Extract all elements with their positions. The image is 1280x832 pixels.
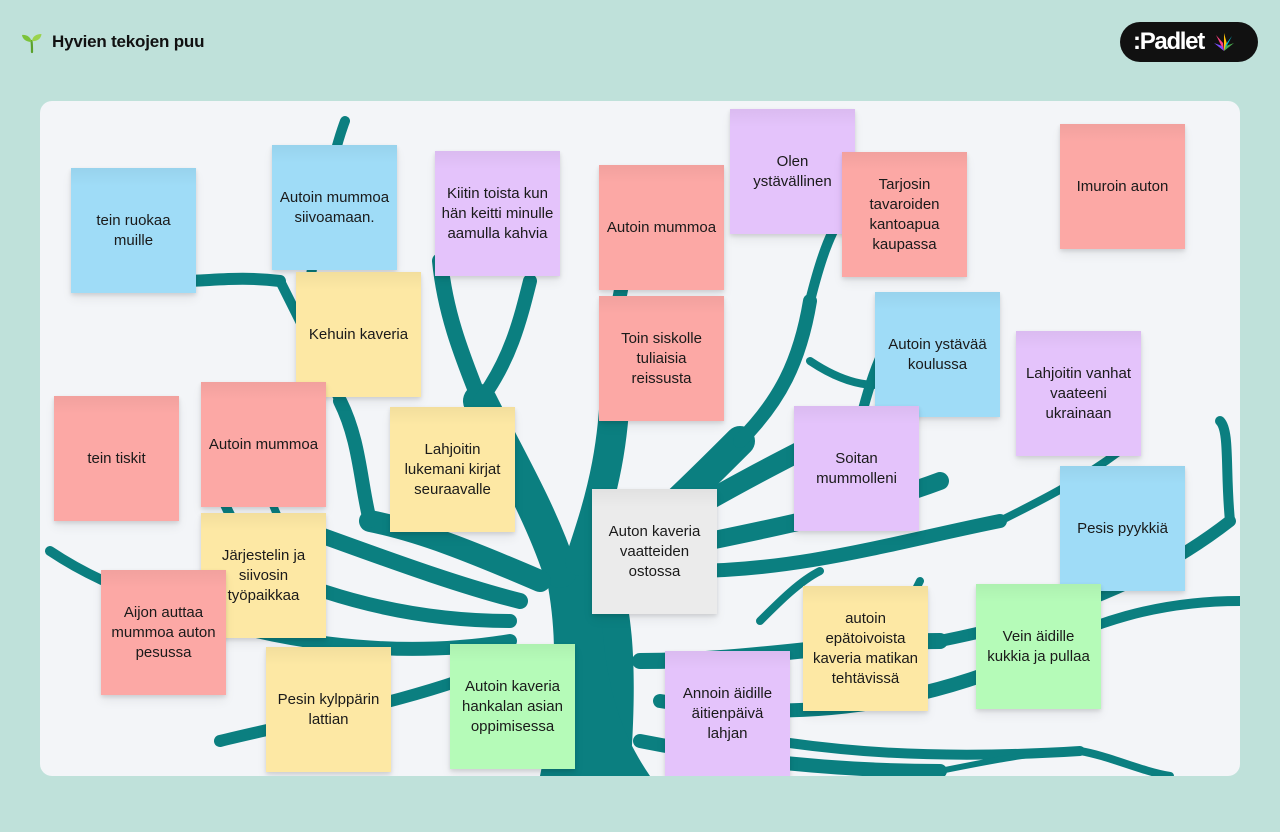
note-card[interactable]: Annoin äidille äitienpäivä lahjan [665, 651, 790, 776]
padlet-bird-icon [1213, 33, 1234, 51]
note-card[interactable]: Kiitin toista kun hän keitti minulle aam… [435, 151, 560, 276]
note-text: Olen ystävällinen [753, 152, 832, 190]
note-text: Auton kaveria vaatteiden ostossa [608, 522, 701, 580]
note-card[interactable]: Toin siskolle tuliaisia reissusta [599, 296, 724, 421]
note-card[interactable]: Olen ystävällinen [730, 109, 855, 234]
note-card[interactable]: Pesis pyykkiä [1060, 466, 1185, 591]
note-text: Autoin mummoa siivoamaan. [279, 188, 390, 226]
note-text: Soitan mummolleni [816, 449, 897, 487]
note-card[interactable]: Autoin mummoa [599, 165, 724, 290]
note-card[interactable]: Autoin mummoa [201, 382, 326, 507]
note-text: Aijon auttaa mummoa auton pesussa [111, 603, 216, 661]
note-text: Pesis pyykkiä [1077, 519, 1168, 537]
board-canvas[interactable]: tein ruokaa muille Autoin mummoa siivoam… [40, 101, 1240, 776]
note-card[interactable]: Pesin kylppärin lattian [266, 647, 391, 772]
note-text: Autoin mummoa [606, 218, 717, 236]
note-text: tein tiskit [87, 449, 146, 467]
note-text: tein ruokaa muille [96, 211, 171, 249]
note-card[interactable]: Auton kaveria vaatteiden ostossa [592, 489, 717, 614]
note-card[interactable]: tein tiskit [54, 396, 179, 521]
note-text: autoin epätoivoista kaveria matikan teht… [812, 609, 919, 687]
note-card[interactable]: Vein äidille kukkia ja pullaa [976, 584, 1101, 709]
note-text: Vein äidille kukkia ja pullaa [987, 627, 1090, 665]
note-text: Kehuin kaveria [308, 325, 409, 343]
note-card[interactable]: Lahjoitin lukemani kirjat seuraavalle [390, 407, 515, 532]
note-card[interactable]: Kehuin kaveria [296, 272, 421, 397]
padlet-logo-button[interactable]: :Padlet [1120, 22, 1258, 62]
note-card[interactable]: Autoin ystävää koulussa [875, 292, 1000, 417]
note-text: Annoin äidille äitienpäivä lahjan [682, 684, 773, 742]
note-card[interactable]: Autoin kaveria hankalan asian oppimisess… [450, 644, 575, 769]
note-text: Tarjosin tavaroiden kantoapua kaupassa [869, 175, 940, 253]
board-title: Hyvien tekojen puu [52, 32, 205, 51]
board-header: Hyvien tekojen puu [20, 30, 204, 54]
note-text: Lahjoitin vanhat vaateeni ukrainaan [1025, 364, 1132, 422]
sprout-icon [22, 34, 42, 54]
top-bar: Hyvien tekojen puu :Padlet [0, 0, 1280, 84]
note-card[interactable]: autoin epätoivoista kaveria matikan teht… [803, 586, 928, 711]
note-text: Kiitin toista kun hän keitti minulle aam… [441, 184, 554, 242]
note-text: Autoin ystävää koulussa [888, 335, 987, 373]
note-card[interactable]: Imuroin auton [1060, 124, 1185, 249]
note-card[interactable]: Autoin mummoa siivoamaan. [272, 145, 397, 270]
note-card[interactable]: Lahjoitin vanhat vaateeni ukrainaan [1016, 331, 1141, 456]
note-text: Pesin kylppärin lattian [277, 690, 380, 728]
note-card[interactable]: Aijon auttaa mummoa auton pesussa [101, 570, 226, 695]
note-text: Imuroin auton [1076, 177, 1169, 195]
padlet-logo-text: :Padlet [1133, 28, 1205, 55]
note-text: Toin siskolle tuliaisia reissusta [621, 329, 702, 387]
note-text: Järjestelin ja siivosin työpaikkaa [221, 546, 306, 604]
note-card[interactable]: Tarjosin tavaroiden kantoapua kaupassa [842, 152, 967, 277]
note-text: Autoin kaveria hankalan asian oppimisess… [462, 677, 563, 735]
note-card[interactable]: Soitan mummolleni [794, 406, 919, 531]
note-card[interactable]: tein ruokaa muille [71, 168, 196, 293]
note-text: Lahjoitin lukemani kirjat seuraavalle [404, 440, 501, 498]
note-text: Autoin mummoa [208, 435, 319, 453]
